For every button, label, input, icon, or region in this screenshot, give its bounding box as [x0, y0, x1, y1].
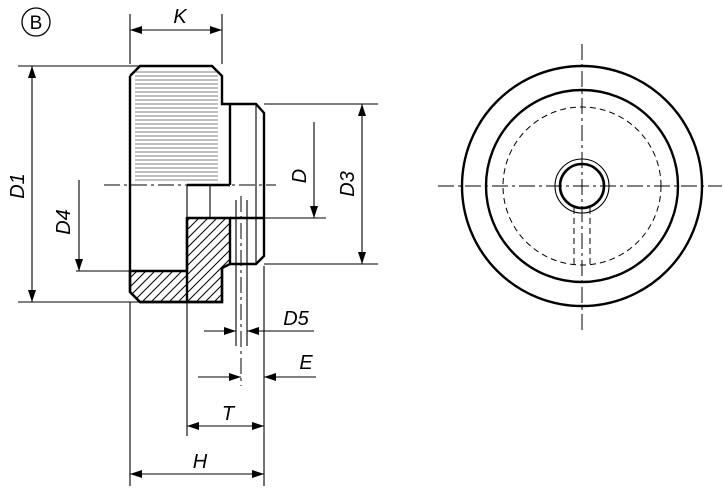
- hatch-line: [159, 218, 230, 302]
- hatch-line: [130, 218, 230, 302]
- side-view: [104, 64, 276, 386]
- hatch-line: [177, 218, 230, 302]
- d-label: D: [289, 169, 311, 183]
- hatch-line: [130, 218, 230, 302]
- bore-outline: [185, 183, 230, 302]
- hatch-line: [130, 218, 230, 302]
- hatch-line: [150, 218, 230, 302]
- hatch-line: [130, 218, 230, 302]
- e-label: E: [299, 352, 313, 374]
- hatch-line: [168, 218, 230, 302]
- hatch-line: [141, 218, 230, 302]
- hatch-line: [130, 218, 230, 302]
- h-label: H: [193, 451, 208, 473]
- hatch-line: [130, 218, 230, 302]
- d3-label: D3: [337, 171, 359, 197]
- badge-label: B: [30, 13, 43, 34]
- knurl-pattern: [135, 71, 218, 181]
- section-outline: [128, 216, 232, 304]
- view-badge: B: [21, 7, 51, 37]
- hatch-line: [130, 218, 219, 302]
- d1-label: D1: [7, 173, 29, 199]
- d5-label: D5: [283, 308, 309, 330]
- t-label: T: [222, 403, 236, 425]
- hatch-line: [186, 218, 230, 302]
- hatch-line: [130, 218, 230, 302]
- hatch-line: [130, 218, 230, 302]
- hatch-line: [132, 218, 230, 302]
- k-label: K: [173, 6, 188, 28]
- hatch-line: [204, 218, 230, 302]
- front-view: [438, 44, 722, 330]
- hatch-line: [130, 218, 230, 302]
- hatch-line: [130, 218, 228, 302]
- d4-label: D4: [53, 209, 75, 235]
- hatch-line: [130, 218, 210, 302]
- dimensions: K D1 D4 D D3 D5 E T: [7, 6, 378, 486]
- hatch-line: [130, 218, 230, 302]
- hatch-line: [130, 218, 201, 302]
